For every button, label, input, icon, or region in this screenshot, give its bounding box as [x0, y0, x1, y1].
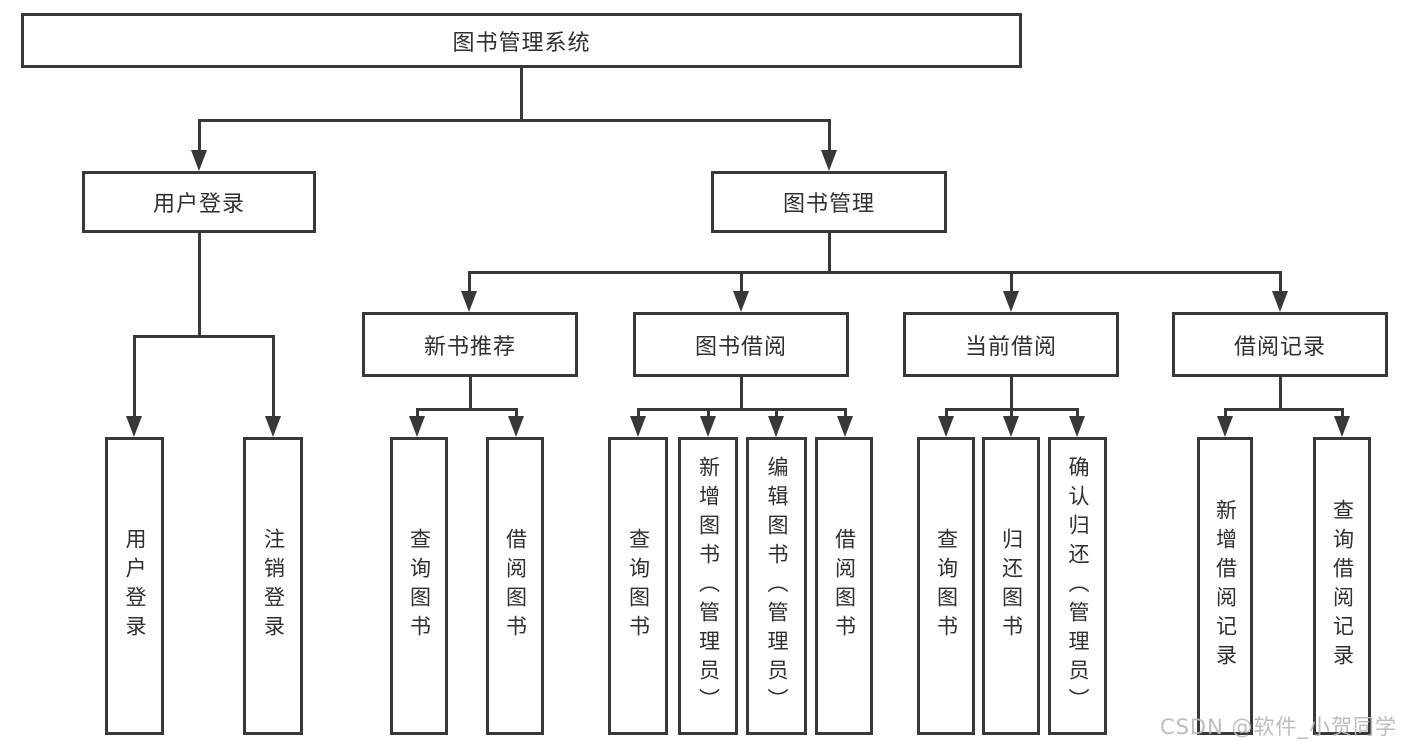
connector-line — [197, 119, 201, 154]
leaf-label: 确认归还（管理员） — [1066, 455, 1090, 717]
connector-line — [271, 335, 275, 420]
leaf-node-query-books: 查询图书 — [390, 437, 448, 735]
node-new-book-recommend: 新书推荐 — [362, 312, 578, 377]
connector-line — [415, 408, 419, 420]
leaf-label: 归还图书 — [999, 528, 1024, 644]
connector-line — [1223, 408, 1227, 420]
connector-line — [706, 408, 710, 420]
connector-line — [944, 408, 948, 420]
arrowhead-down-icon — [1002, 291, 1019, 312]
connector-line — [197, 233, 201, 338]
arrowhead-down-icon — [460, 291, 477, 312]
leaf-label: 借阅图书 — [832, 528, 857, 644]
node-label: 图书管理 — [782, 192, 875, 217]
node-user-login: 用户登录 — [82, 171, 316, 233]
connector-line — [774, 408, 778, 420]
leaf-label: 新增借阅记录 — [1213, 499, 1238, 673]
leaf-node-edit-books-admin: 编辑图书（管理员） — [746, 437, 807, 735]
connector-line — [1009, 408, 1013, 420]
connector-line — [636, 408, 640, 420]
connector-line — [132, 335, 275, 338]
leaf-node-query-books: 查询图书 — [608, 437, 668, 735]
leaf-node-confirm-return-admin: 确认归还（管理员） — [1048, 437, 1107, 735]
node-label: 新书推荐 — [423, 334, 516, 360]
connector-line — [1075, 408, 1079, 420]
leaf-node-add-borrow-record: 新增借阅记录 — [1197, 437, 1253, 735]
leaf-label: 查询图书 — [626, 528, 651, 644]
connector-line — [739, 271, 743, 295]
connector-line — [1278, 271, 1282, 295]
leaf-label: 借阅图书 — [503, 528, 528, 644]
connector-line — [514, 408, 518, 420]
connector-line — [843, 408, 847, 420]
arrowhead-down-icon — [408, 416, 425, 437]
node-root-system: 图书管理系统 — [21, 13, 1022, 68]
connector-line — [827, 233, 831, 274]
connector-line — [416, 408, 517, 411]
arrowhead-down-icon — [937, 416, 954, 437]
node-label: 借阅记录 — [1233, 334, 1326, 360]
arrowhead-down-icon — [1216, 416, 1233, 437]
arrowhead-down-icon — [264, 416, 281, 437]
arrowhead-down-icon — [767, 416, 784, 437]
leaf-label: 查询图书 — [407, 528, 432, 644]
leaf-node-logout: 注销登录 — [243, 437, 303, 735]
arrowhead-down-icon — [1068, 416, 1085, 437]
node-borrow-records: 借阅记录 — [1172, 312, 1388, 377]
arrowhead-down-icon — [1333, 416, 1350, 437]
connector-line — [636, 408, 847, 411]
leaf-label: 查询借阅记录 — [1330, 499, 1355, 673]
arrowhead-down-icon — [732, 291, 749, 312]
arrowhead-down-icon — [699, 416, 716, 437]
arrowhead-down-icon — [836, 416, 853, 437]
leaf-label: 新增图书（管理员） — [696, 455, 721, 717]
connector-line — [739, 377, 743, 411]
connector-line — [1278, 377, 1282, 411]
connector-line — [1009, 271, 1013, 295]
arrowhead-down-icon — [1271, 291, 1288, 312]
connector-line — [132, 335, 136, 420]
leaf-node-query-borrow-record: 查询借阅记录 — [1313, 437, 1371, 735]
leaf-node-query-books: 查询图书 — [917, 437, 975, 735]
arrowhead-down-icon — [820, 150, 837, 171]
leaf-label: 查询图书 — [934, 528, 959, 644]
connector-line — [1009, 377, 1013, 411]
arrowhead-down-icon — [1002, 416, 1019, 437]
connector-line — [827, 119, 831, 154]
leaf-node-return-books: 归还图书 — [982, 437, 1040, 735]
node-label: 图书管理系统 — [452, 30, 591, 56]
arrowhead-down-icon — [507, 416, 524, 437]
node-label: 图书借阅 — [694, 334, 787, 360]
leaf-label: 编辑图书（管理员） — [765, 455, 789, 717]
leaf-label: 注销登录 — [261, 528, 286, 644]
connector-line — [1224, 408, 1343, 411]
node-book-borrow: 图书借阅 — [633, 312, 849, 377]
leaf-node-user-login: 用户登录 — [105, 437, 164, 735]
node-book-management: 图书管理 — [711, 171, 947, 233]
leaf-label: 用户登录 — [123, 528, 147, 644]
leaf-node-add-books-admin: 新增图书（管理员） — [678, 437, 738, 735]
csdn-watermark: CSDN @软件_小贺同学 — [1159, 715, 1397, 739]
connector-line — [467, 271, 1282, 274]
leaf-node-borrow-books: 借阅图书 — [486, 437, 544, 735]
connector-line — [520, 68, 523, 122]
connector-line — [197, 119, 831, 122]
arrowhead-down-icon — [125, 416, 142, 437]
node-current-borrow: 当前借阅 — [903, 312, 1119, 377]
arrowhead-down-icon — [629, 416, 646, 437]
connector-line — [1340, 408, 1344, 420]
connector-line — [468, 377, 472, 411]
connector-line — [467, 271, 471, 295]
leaf-node-borrow-books: 借阅图书 — [815, 437, 873, 735]
node-label: 用户登录 — [152, 192, 245, 217]
node-label: 当前借阅 — [964, 334, 1057, 360]
arrowhead-down-icon — [190, 150, 207, 171]
